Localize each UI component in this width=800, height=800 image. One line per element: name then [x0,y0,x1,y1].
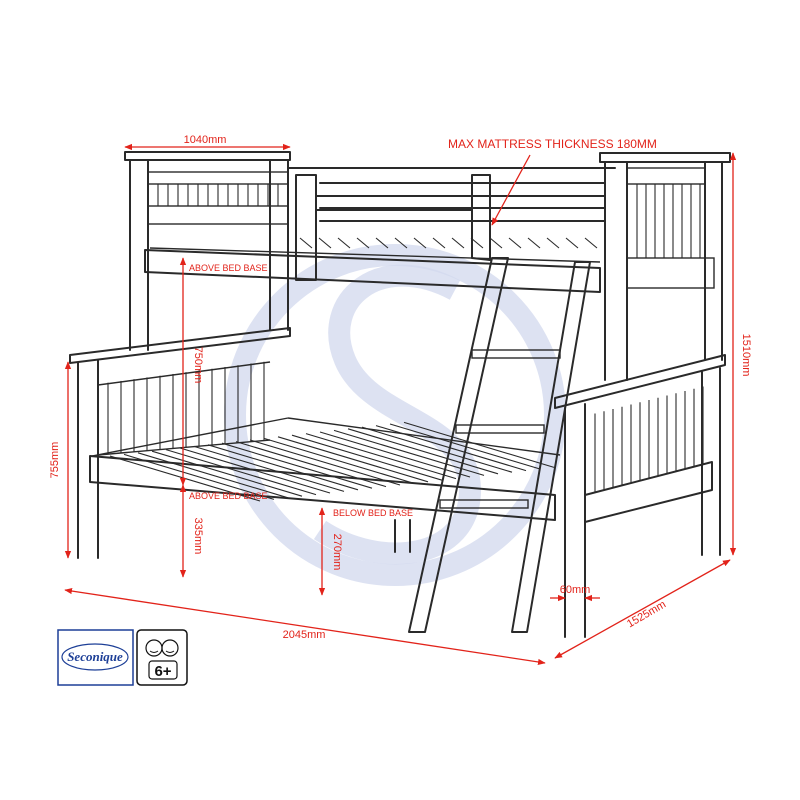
lower-above-base-label: ABOVE BED BASE [189,491,268,501]
seconique-logo: Seconique [57,629,134,686]
base-slat [403,421,555,468]
overall-length-value: 2045mm [283,629,326,641]
base-slat [165,449,317,496]
base-slat [470,237,484,249]
base-slat [291,434,443,481]
base-slat [337,237,351,249]
dimension-lower-height: 755mm [49,361,72,559]
top-width-label: 1040mm [184,134,227,146]
base-slat [565,237,579,249]
lower-bunk [69,327,726,638]
base-slat [508,237,522,249]
lower-right-footboard-slats [594,386,704,493]
dimension-below-base: BELOW BED BASE 270mm [318,507,413,596]
lower-right-footboard [554,354,726,638]
age-rating-badge: 6+ [136,629,188,686]
base-slat [305,433,457,480]
below-base-value: 270mm [331,534,343,571]
base-slat [151,450,303,497]
base-slat [546,237,560,249]
dimension-top-above-base: ABOVE BED BASE 750mm [179,257,268,486]
lower-base-slats [109,421,555,502]
lower-height-value: 755mm [49,442,61,479]
top-right-headboard [599,152,731,381]
base-slat [394,237,408,249]
dimension-overall-width: 1525mm [554,559,731,659]
base-slat [413,237,427,249]
age-rating-text: 6+ [154,663,171,680]
base-slat [137,452,289,499]
base-slat [249,439,401,486]
lower-left-footboard [69,327,291,559]
base-slat [389,423,541,470]
base-slat [193,445,345,492]
top-base-slats [299,237,598,249]
base-slat [123,453,275,500]
overall-width-value: 1525mm [625,599,668,631]
base-slat [584,237,598,249]
base-slat [277,436,429,483]
top-left-headboard [124,151,291,351]
base-slat [235,441,387,488]
top-above-base-value: 750mm [192,347,204,384]
below-base-label: BELOW BED BASE [333,508,413,518]
dimension-top-width: 1040mm [124,134,291,151]
overall-height-value: 1510mm [740,334,752,377]
mattress-thickness-label: MAX MATTRESS THICKNESS 180MM [448,137,657,151]
dimension-overall-height: 1510mm [729,152,752,556]
base-slat [375,425,527,472]
base-slat [263,437,415,484]
base-slat [361,426,513,473]
base-slat [451,237,465,249]
logo-text: Seconique [67,649,123,664]
dimension-mattress: MAX MATTRESS THICKNESS 180MM [448,137,657,226]
dimension-lower-above-base: ABOVE BED BASE 335mm [179,484,268,578]
base-slat [375,237,389,249]
base-slat [347,428,499,475]
base-slat [527,237,541,249]
base-slat [221,442,373,489]
base-slat [179,447,331,494]
top-right-headboard-slats [636,184,701,258]
lower-left-footboard-slats [107,361,265,455]
base-slat [318,237,332,249]
lower-above-base-value: 335mm [192,518,204,555]
top-left-headboard-slats [157,184,279,206]
base-slat [299,237,313,249]
base-slat [333,429,485,476]
children-faces-icon [145,639,179,657]
base-slat [356,237,370,249]
base-slat [432,237,446,249]
dimension-leg: 60mm [550,584,600,602]
base-slat [207,444,359,491]
dimension-overall-length: 2045mm [64,587,546,666]
leg-thickness-value: 60mm [560,584,591,596]
top-above-base-label: ABOVE BED BASE [189,263,268,273]
base-slat [489,237,503,249]
